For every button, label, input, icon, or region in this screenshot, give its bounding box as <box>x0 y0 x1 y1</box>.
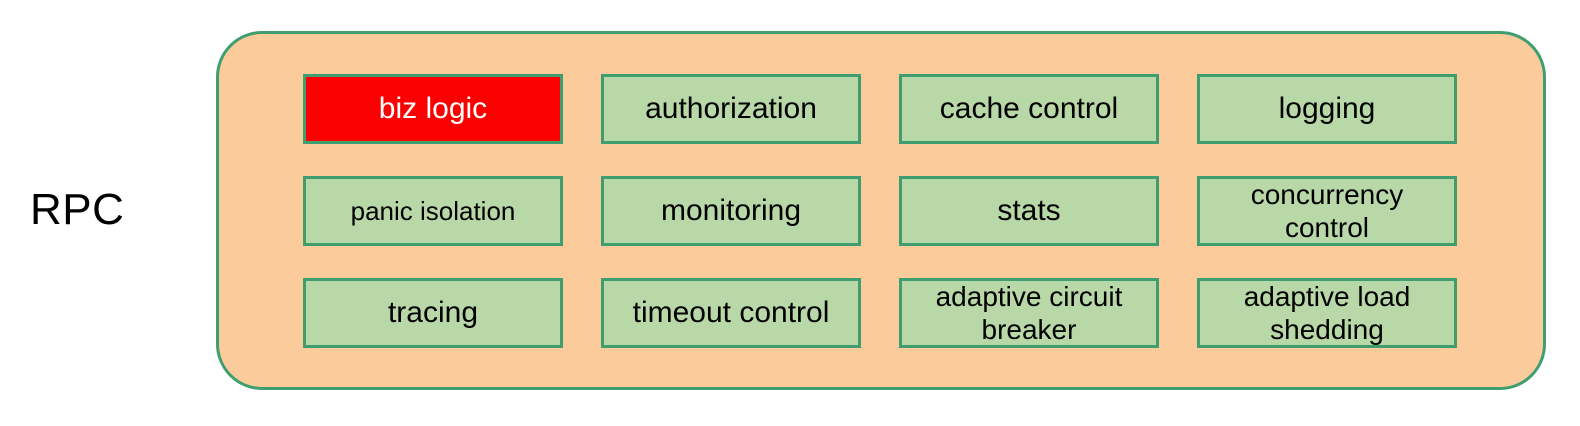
middleware-box-label: authorization <box>645 92 817 125</box>
middleware-box-label: cache control <box>939 92 1119 125</box>
middleware-grid: biz logic authorization cache control loggi… <box>303 74 1463 348</box>
middleware-box[interactable]: tracing <box>303 278 563 348</box>
middleware-box[interactable]: timeout control <box>601 278 861 348</box>
middleware-box[interactable]: panic isolation <box>303 176 563 246</box>
middleware-box[interactable]: logging <box>1197 74 1457 144</box>
middleware-box[interactable]: cache control <box>899 74 1159 144</box>
middleware-box[interactable]: adaptive circuit breaker <box>899 278 1159 348</box>
middleware-box-label: stats <box>997 194 1061 227</box>
middleware-box[interactable]: adaptive load shedding <box>1197 278 1457 348</box>
middleware-box-label: panic isolation <box>350 196 516 226</box>
middleware-box[interactable]: stats <box>899 176 1159 246</box>
middleware-box[interactable]: authorization <box>601 74 861 144</box>
middleware-box-label: timeout control <box>632 296 830 329</box>
middleware-box-label: adaptive load shedding <box>1243 281 1411 345</box>
middleware-box-label: concurrency control <box>1250 179 1404 243</box>
middleware-box[interactable]: monitoring <box>601 176 861 246</box>
rpc-middleware-container: biz logic authorization cache control loggi… <box>216 31 1546 390</box>
middleware-box-label: biz logic <box>378 92 488 125</box>
middleware-box-label: monitoring <box>660 194 802 227</box>
middleware-box-label: logging <box>1278 92 1376 125</box>
middleware-box[interactable]: biz logic <box>303 74 563 144</box>
middleware-box-label: tracing <box>387 296 479 329</box>
rpc-group-label: RPC <box>30 185 125 234</box>
middleware-box[interactable]: concurrency control <box>1197 176 1457 246</box>
middleware-box-label: adaptive circuit breaker <box>935 281 1123 345</box>
